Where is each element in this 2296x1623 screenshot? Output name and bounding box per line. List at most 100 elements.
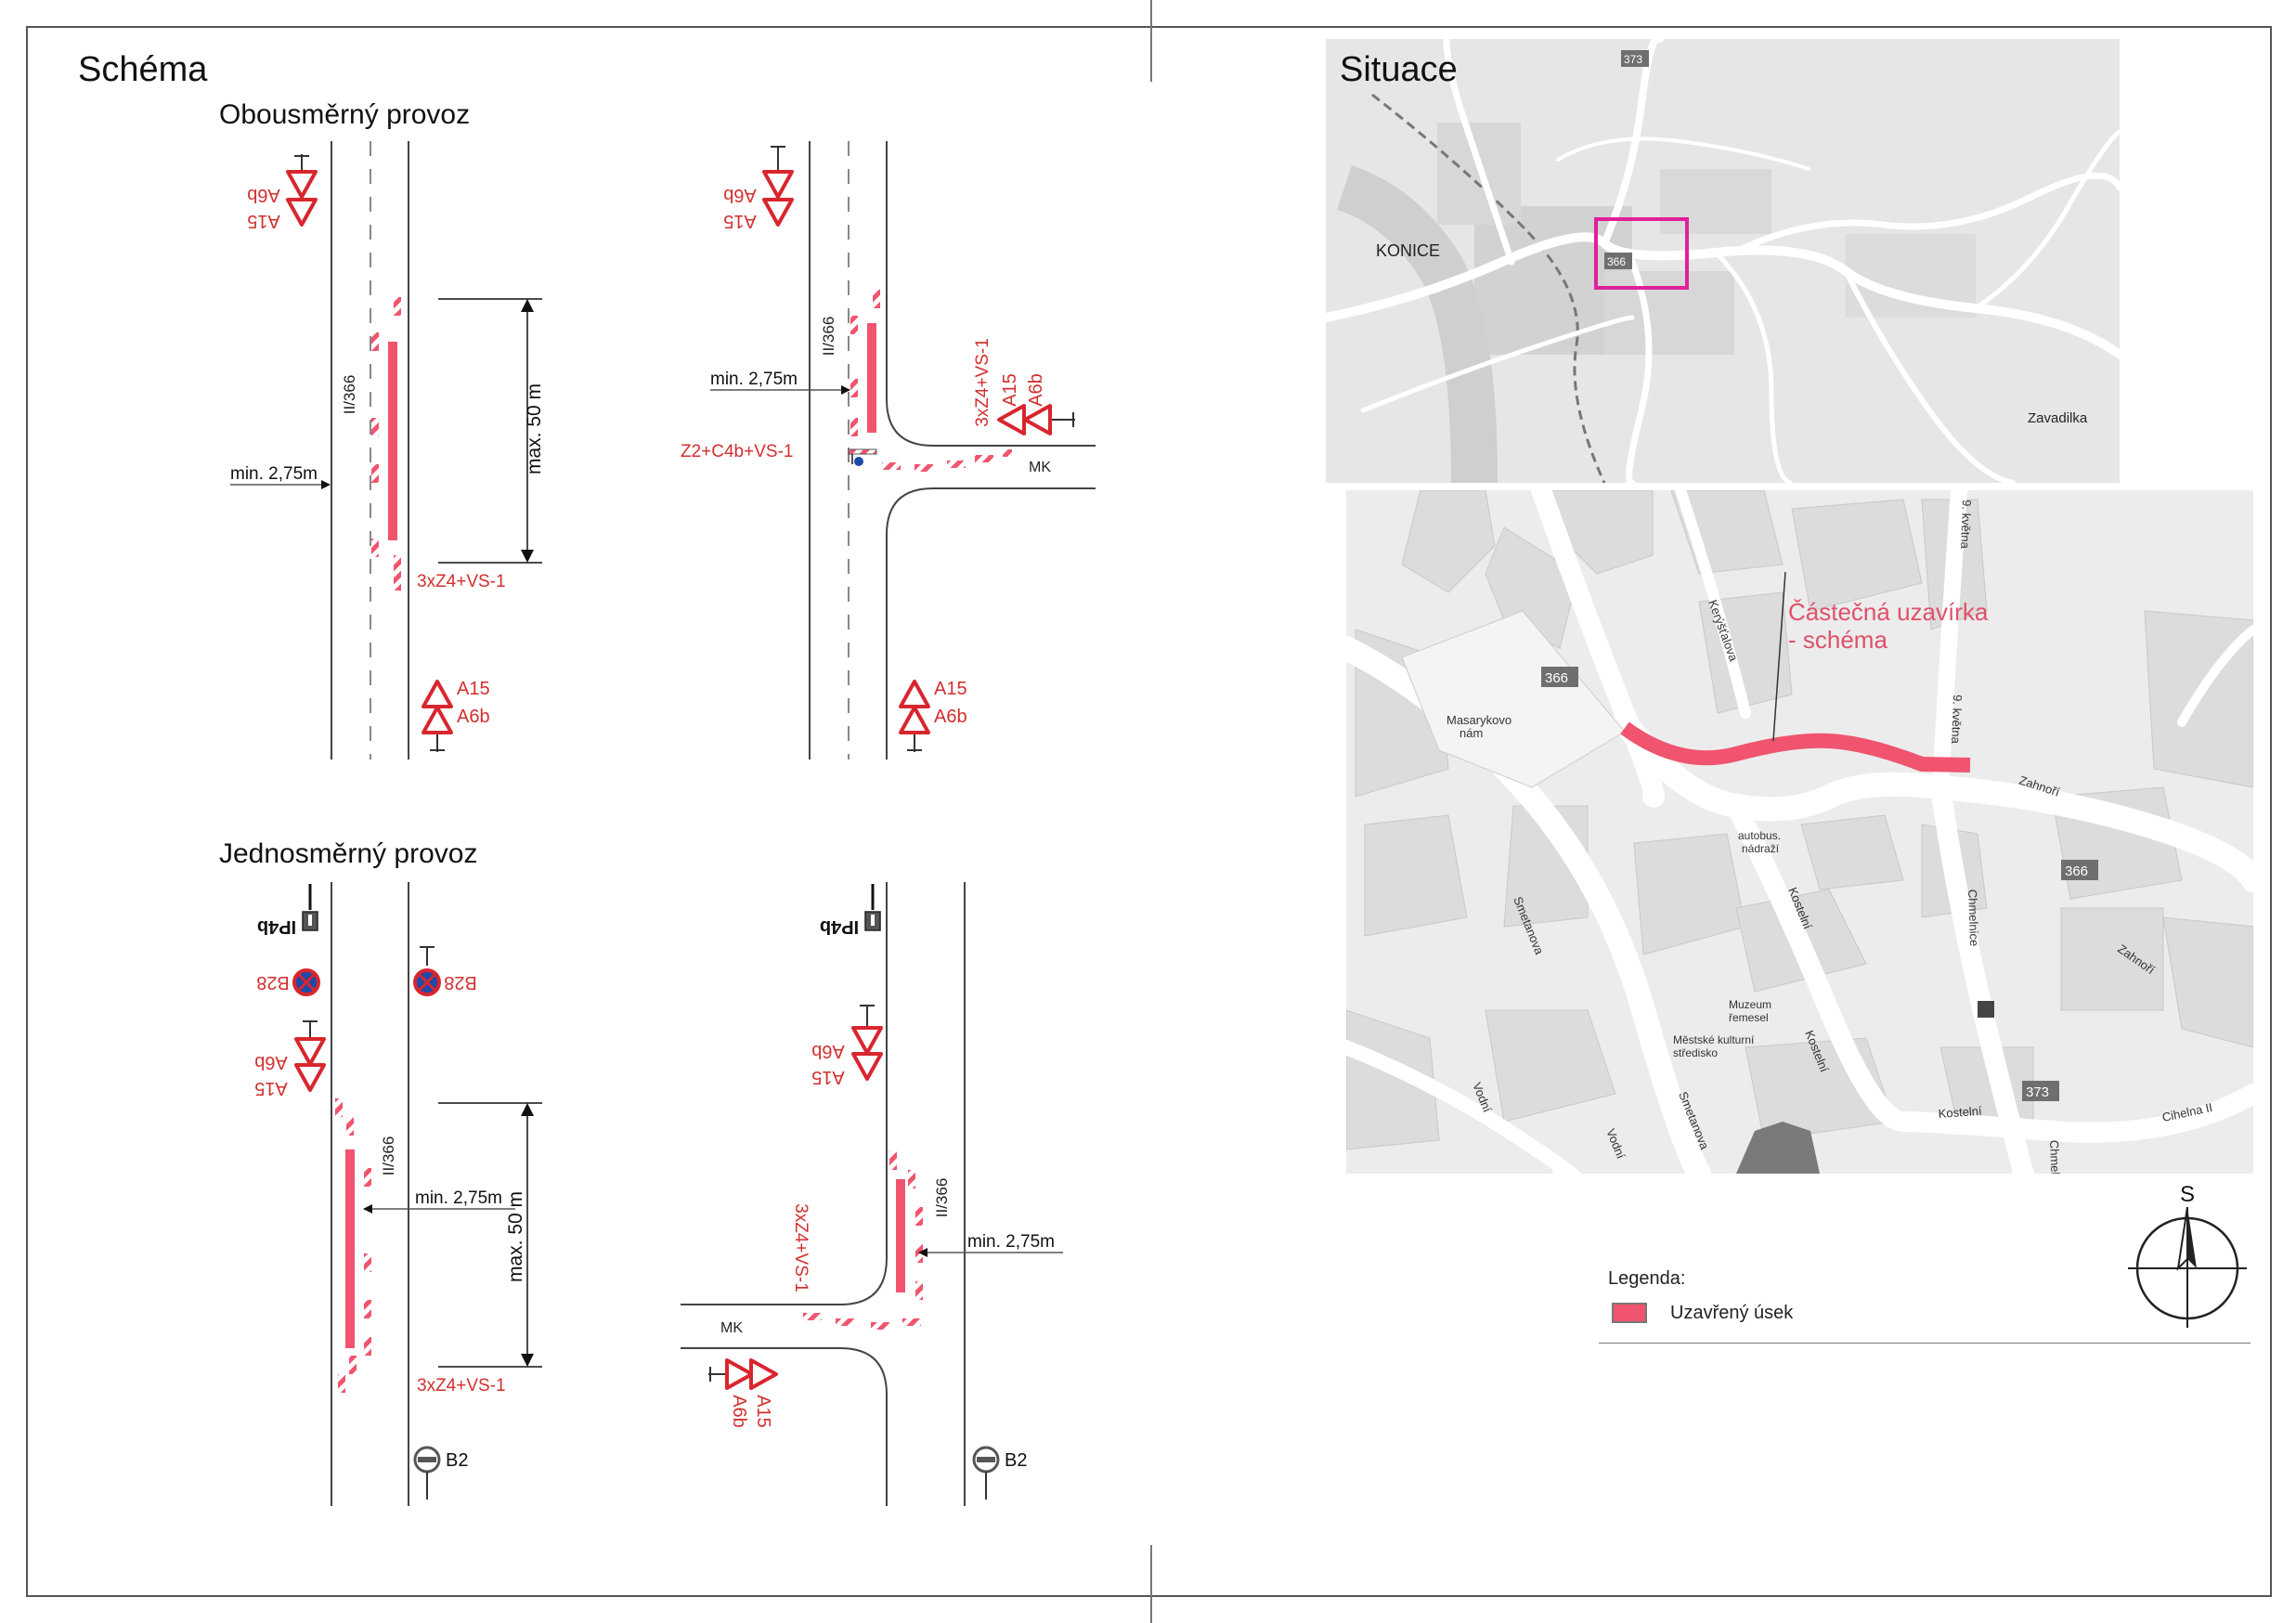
q1-bottom-a6b: A6b xyxy=(457,707,490,727)
q3-b2-label: B2 xyxy=(446,1450,468,1471)
q2-side-a6b: A6b xyxy=(1026,373,1046,407)
detail-callout-line1: Částečná uzavírka xyxy=(1788,598,1989,626)
q4-side-street: MK xyxy=(720,1320,743,1336)
legend-title: Legenda: xyxy=(1608,1268,1686,1289)
q4-top-signs xyxy=(851,1005,883,1081)
legend-divider xyxy=(1599,1343,2251,1344)
detail-street-9kvetna-1: 9. května xyxy=(1958,500,1974,550)
q2-side-signs xyxy=(997,404,1075,435)
detail-culture-line1: Městské kulturní xyxy=(1673,1033,1755,1046)
q1-top-a15: A15 xyxy=(247,211,280,231)
q1-top-a6b: A6b xyxy=(247,185,280,205)
detail-callout-line2: - schéma xyxy=(1788,626,1887,654)
q4-min-width: min. 2,75m xyxy=(967,1232,1055,1252)
q3-b2-sign xyxy=(413,1446,441,1500)
overview-town-label: KONICE xyxy=(1376,241,1440,260)
north-arrow: S xyxy=(2128,1182,2247,1328)
detail-square-line1: Masarykovo xyxy=(1446,713,1511,727)
q3-b28-left-label: B28 xyxy=(256,972,290,993)
q3-a15-label: A15 xyxy=(254,1078,288,1098)
q4-ip4b-sign xyxy=(864,884,881,931)
detail-map-drawing: 366 366 373 Částečná uzavírka - schéma M… xyxy=(1346,490,2253,1174)
q1-road-label: II/366 xyxy=(341,375,358,415)
overview-focus-box xyxy=(1594,217,1689,290)
q3-barriers xyxy=(335,1098,371,1393)
detail-street-9kvetna-2: 9. května xyxy=(1949,695,1965,745)
legend-swatch xyxy=(1612,1303,1647,1323)
q1-min-width: min. 2,75m xyxy=(230,464,318,484)
sheet-frame xyxy=(26,26,2272,1597)
parking-icon xyxy=(1978,1001,1994,1018)
q3-closure-marks: 3xZ4+VS-1 xyxy=(417,1376,506,1396)
q2-road-label: II/366 xyxy=(820,317,837,357)
q4-b2-label: B2 xyxy=(1005,1450,1027,1471)
q3-b28-left xyxy=(292,968,320,996)
q1-bottom-a15: A15 xyxy=(457,679,490,699)
q2-barriers xyxy=(850,290,1012,472)
north-label: S xyxy=(2180,1182,2195,1207)
q2-top-a6b: A6b xyxy=(723,185,757,205)
q2-closure-marks: 3xZ4+VS-1 xyxy=(973,338,992,427)
q1-dimension xyxy=(438,298,542,564)
q4-top-a6b-label: A6b xyxy=(811,1041,845,1061)
q3-ip-signs xyxy=(294,1020,326,1092)
q1-barriers xyxy=(371,297,401,591)
two-way-title: Obousměrný provoz xyxy=(219,99,471,130)
q1-closure-marks: 3xZ4+VS-1 xyxy=(417,572,506,591)
overview-map: 366 373 KONICE Zavadilka xyxy=(1326,39,2120,483)
q4-side-a15-label: A15 xyxy=(753,1395,773,1428)
q3-min-width: min. 2,75m xyxy=(415,1188,502,1208)
q1-bottom-signs xyxy=(422,680,453,752)
q3-ip4b-sign xyxy=(302,884,318,931)
q4-road xyxy=(681,882,966,1506)
q3-ip4b-label: IP4b xyxy=(257,916,296,937)
q2-min-width: min. 2,75m xyxy=(710,370,798,389)
sheet-divider-bottom xyxy=(1150,1545,1152,1623)
detail-route-366b: 366 xyxy=(2065,863,2088,879)
q3-road-label: II/366 xyxy=(380,1136,397,1176)
overview-route-366: 366 xyxy=(1607,255,1626,268)
church-icon xyxy=(1736,1122,1820,1174)
q4-side-a6b-label: A6b xyxy=(729,1395,749,1428)
situace-title: Situace xyxy=(1340,50,1458,89)
overview-map-drawing: 366 373 KONICE Zavadilka xyxy=(1326,39,2120,483)
sheet-divider-top xyxy=(1150,0,1152,82)
detail-closure-path xyxy=(1620,721,1971,773)
schema-title: Schéma xyxy=(78,50,208,89)
schema-drawing: II/366 min. 2,75m max. 50 m 3xZ4+VS-1 A6… xyxy=(230,141,1096,1506)
q4-ip4b-label: IP4b xyxy=(820,916,859,937)
q3-max-length: max. 50 m xyxy=(505,1191,526,1282)
q2-top-signs xyxy=(762,146,794,227)
q2-side-a15: A15 xyxy=(1000,373,1020,407)
one-way-title: Jednosměrný provoz xyxy=(219,838,478,869)
q4-road-label: II/366 xyxy=(933,1178,951,1218)
q1-road xyxy=(331,141,409,760)
detail-street-chmelnice-1: Chmelnice xyxy=(1965,889,1981,947)
q3-b28-right xyxy=(413,946,441,996)
q2-top-a15: A15 xyxy=(723,211,757,231)
detail-route-373: 373 xyxy=(2026,1084,2049,1100)
q3-b28-right-label: B28 xyxy=(444,972,477,993)
overview-route-373: 373 xyxy=(1624,53,1642,66)
q2-bottom-a15: A15 xyxy=(934,679,967,699)
q2-bottom-a6b: A6b xyxy=(934,707,967,727)
legend-closed-section: Uzavřený úsek xyxy=(1670,1303,1794,1323)
detail-map: 366 366 373 Částečná uzavírka - schéma M… xyxy=(1346,490,2253,1174)
detail-museum-line1: Muzeum xyxy=(1729,998,1771,1011)
detail-street-chmelnice-2: Chmelnice xyxy=(2047,1140,2063,1174)
detail-square-line2: nám xyxy=(1459,726,1483,740)
q2-closure-bar xyxy=(867,323,876,433)
q1-closure-bar xyxy=(388,342,397,540)
q1-max-length: max. 50 m xyxy=(524,383,545,474)
q2-side-street: MK xyxy=(1029,460,1051,475)
detail-route-366a: 366 xyxy=(1545,670,1568,686)
q4-side-signs xyxy=(708,1358,778,1390)
q4-closure-bar xyxy=(896,1179,905,1292)
q4-b2-sign xyxy=(972,1446,1000,1500)
q1-top-signs xyxy=(286,154,318,227)
q3-a6b-label: A6b xyxy=(254,1052,288,1072)
q4-closure-marks: 3xZ4+VS-1 xyxy=(791,1203,811,1292)
q3-closure-bar xyxy=(345,1149,355,1348)
q2-crossing-gate xyxy=(848,448,877,466)
q2-bottom-signs xyxy=(899,680,930,752)
